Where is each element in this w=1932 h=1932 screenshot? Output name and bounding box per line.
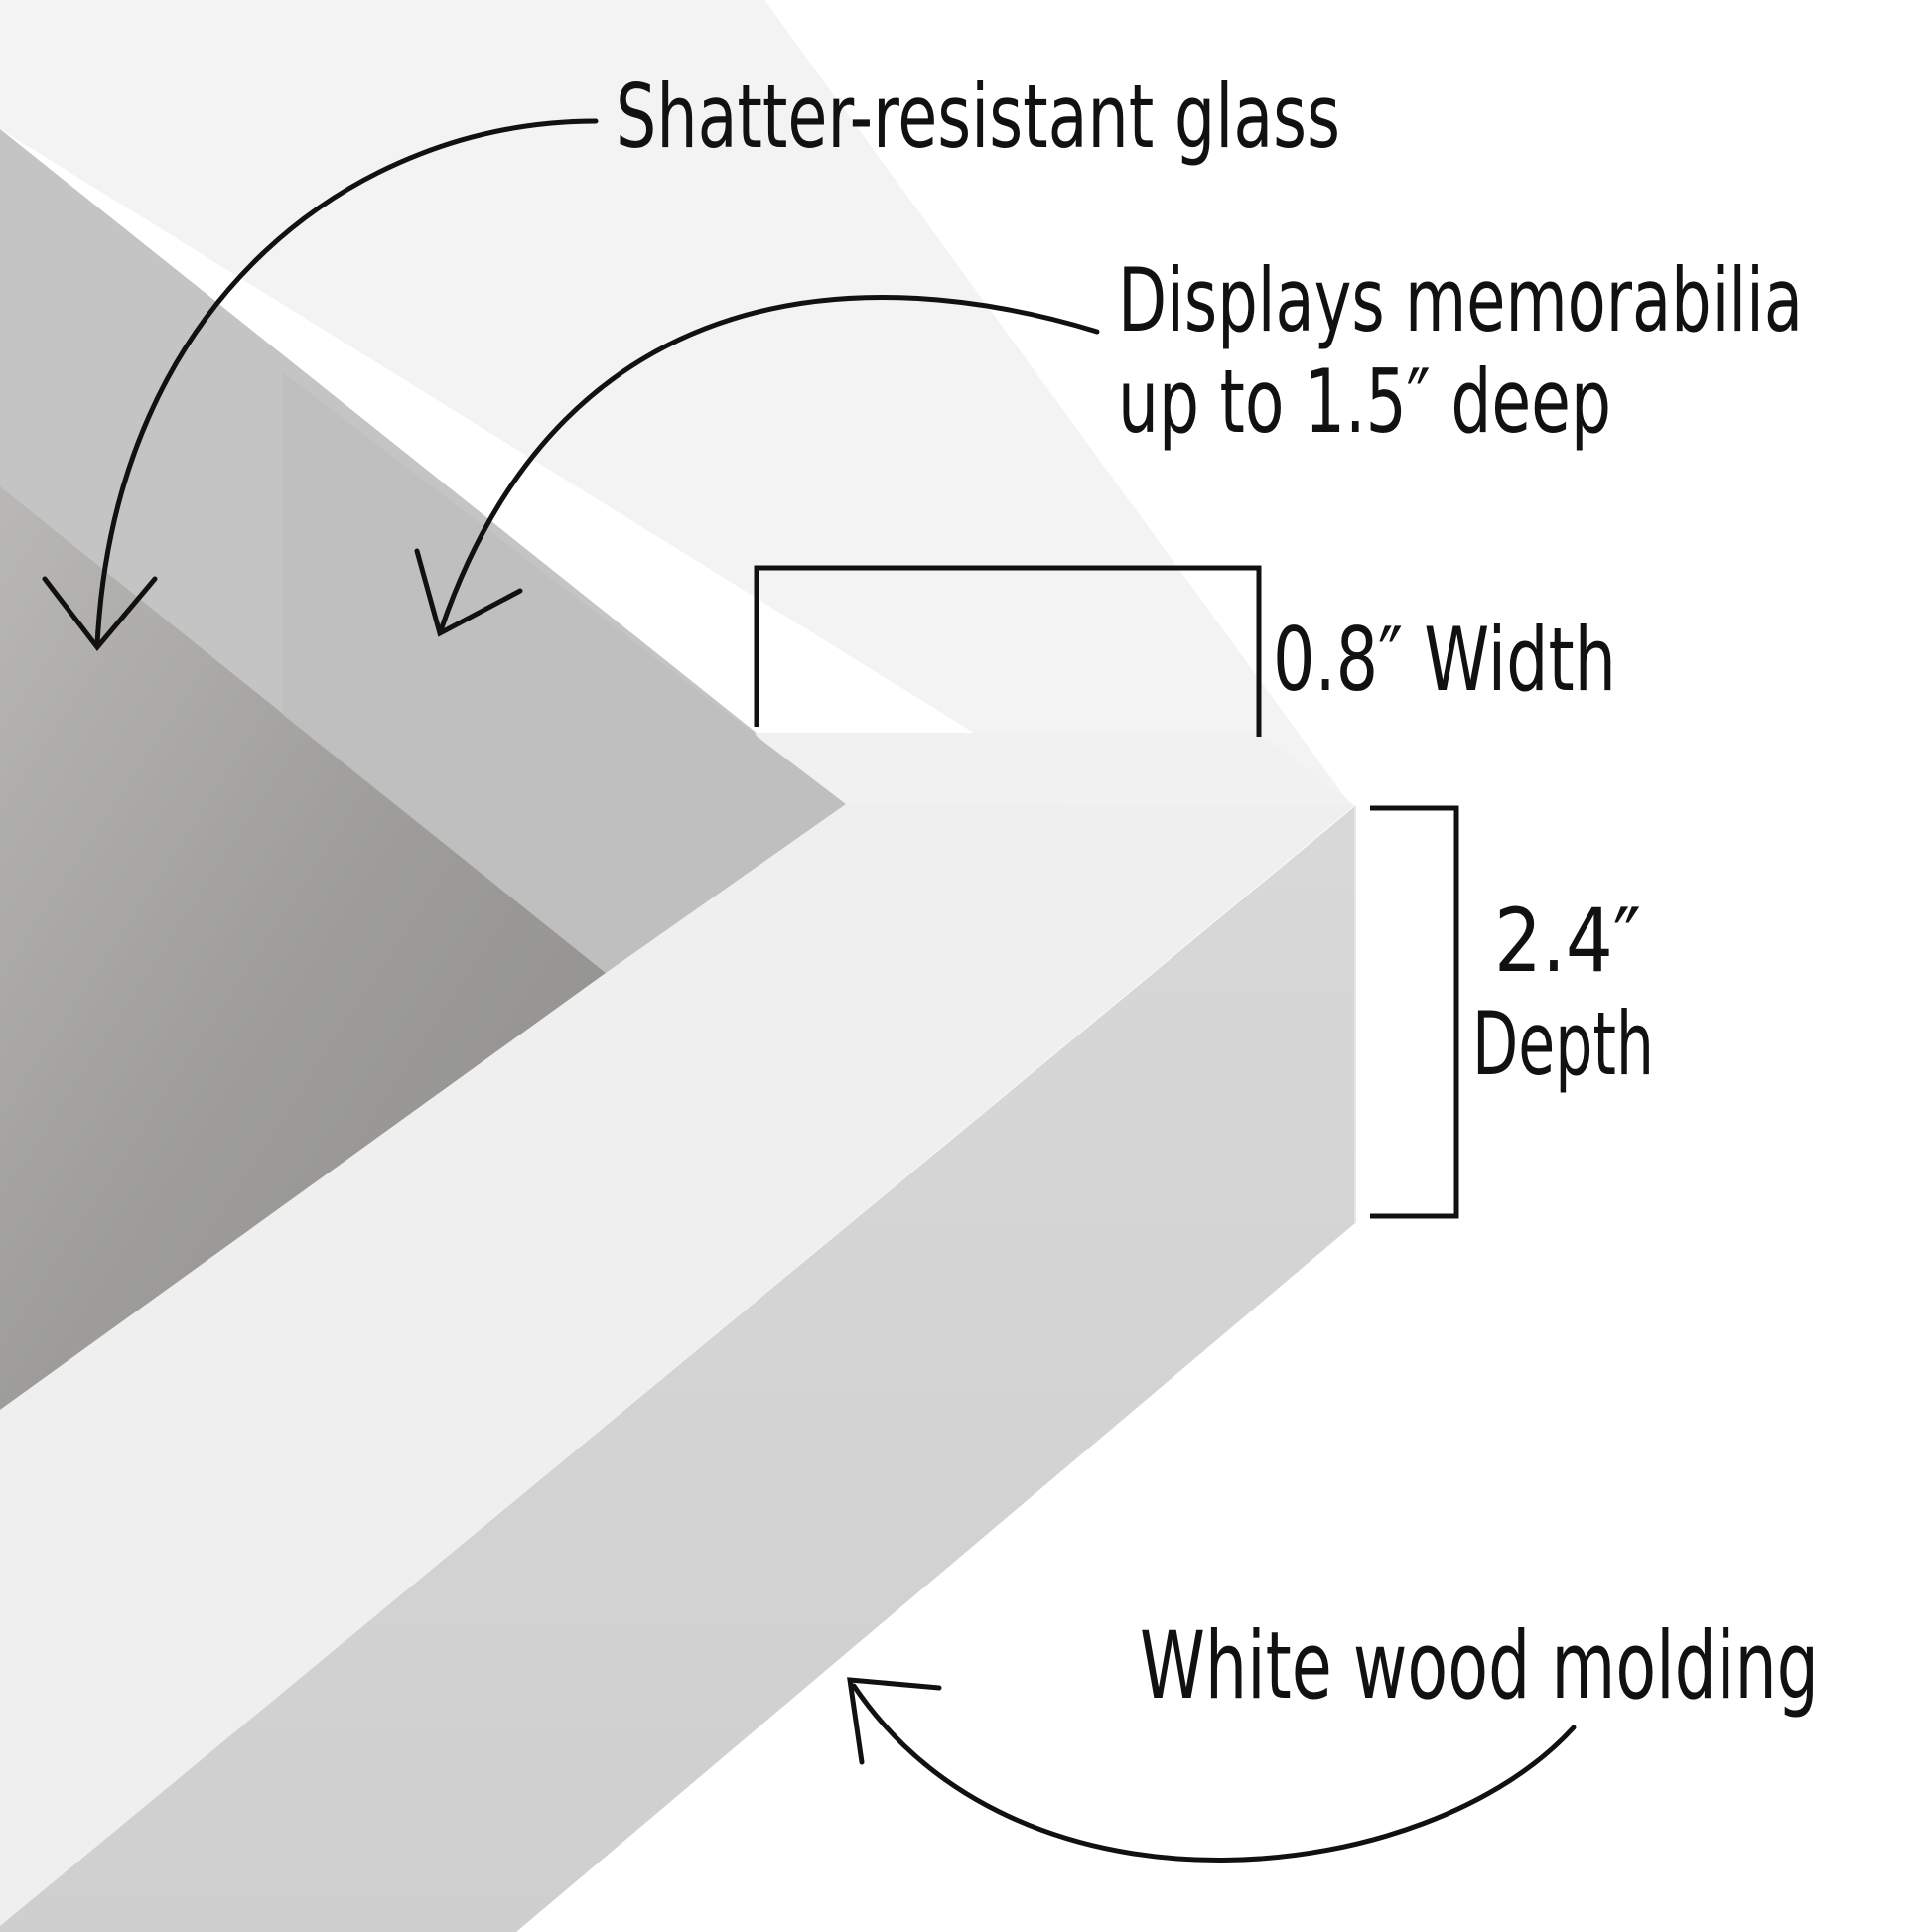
annotations bbox=[42, 118, 1577, 1863]
depth-bracket bbox=[1370, 805, 1459, 1219]
glass-arrowhead bbox=[42, 576, 158, 651]
depth-value-label: 2.4″ bbox=[1494, 890, 1641, 992]
width-bracket bbox=[754, 565, 1262, 737]
glass-arrow bbox=[94, 118, 599, 648]
backing-board bbox=[0, 486, 606, 1410]
frame-top-face bbox=[0, 735, 1355, 1926]
glass-top-strip bbox=[0, 0, 1350, 806]
memorabilia-label-line2: up to 1.5″ deep bbox=[1118, 350, 1611, 453]
molding-arrowhead bbox=[847, 1677, 942, 1765]
molding-arrow bbox=[851, 1683, 1577, 1863]
memorabilia-arrow bbox=[439, 295, 1100, 630]
glass-reflection bbox=[283, 372, 846, 973]
frame-side-face bbox=[0, 806, 1355, 1932]
memorabilia-arrowhead bbox=[414, 548, 523, 637]
width-label: 0.8″ Width bbox=[1273, 609, 1616, 711]
memorabilia-label-line1: Displays memorabilia bbox=[1118, 249, 1803, 351]
depth-label: Depth bbox=[1472, 993, 1654, 1095]
molding-label: White wood molding bbox=[1140, 1612, 1819, 1721]
frame-top-face-edge bbox=[755, 733, 1355, 806]
glass-label: Shatter-resistant glass bbox=[616, 66, 1340, 168]
